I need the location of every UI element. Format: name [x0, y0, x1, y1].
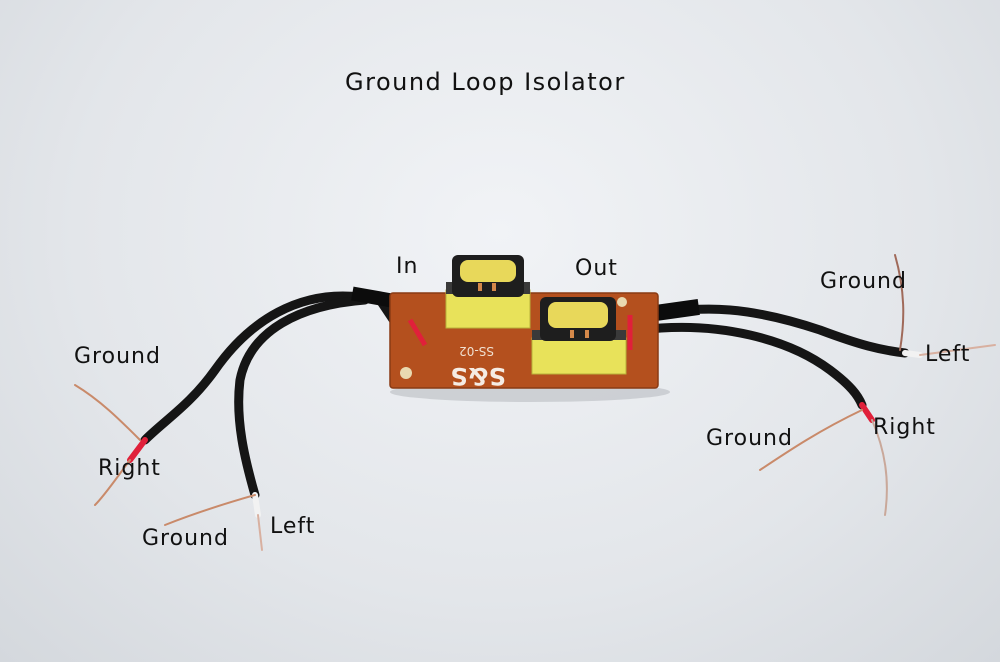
label-out: Out [575, 256, 618, 281]
label-output-ground-top: Ground [820, 269, 907, 294]
input-heatshrink [351, 286, 393, 308]
output-heatshrink [654, 299, 700, 321]
label-input-left-ground: Ground [142, 526, 229, 551]
label-input-right: Right [98, 456, 161, 481]
output-cable [635, 304, 910, 410]
output-wire-ends [759, 254, 996, 516]
label-input-left: Left [270, 514, 316, 539]
input-transformer [445, 255, 531, 329]
label-in: In [396, 254, 419, 279]
input-wire-ends [74, 384, 263, 551]
label-output-right: Right [873, 415, 936, 440]
input-cable [140, 291, 415, 500]
pcb-model-text: SS-02 [459, 344, 494, 358]
image-title: Ground Loop Isolator [345, 68, 626, 96]
label-output-ground-bottom: Ground [706, 426, 793, 451]
pcb-brand-text: S&S [451, 362, 507, 390]
label-output-left: Left [925, 342, 971, 367]
output-transformer [531, 297, 627, 375]
label-input-ground: Ground [74, 344, 161, 369]
